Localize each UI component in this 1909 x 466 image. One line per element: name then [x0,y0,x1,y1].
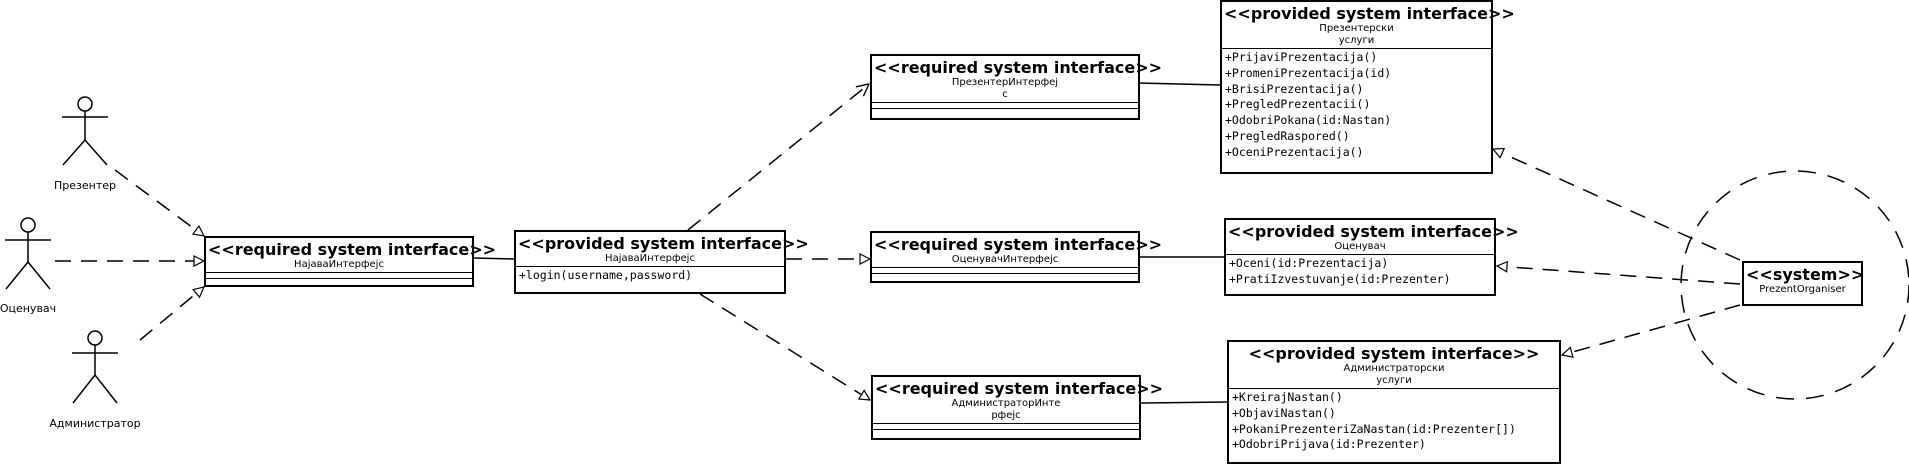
edge-presenter-to-req-najava [114,169,204,236]
stereotype-label: <<provided system interface>> [1228,222,1519,241]
stereotype-label: <<required system interface>> [875,379,1164,398]
prov-prezenterski-interface[interactable]: <<provided system interface>> Презентерс… [1220,0,1515,174]
operations-list: +KreirajNastan() +ObjaviNastan() +Pokani… [1229,389,1559,454]
operation: +OceniPrezentacija() [1225,144,1364,159]
stereotype-label: <<provided system interface>> [1248,344,1540,363]
req-prezenter-interface[interactable]: <<required system interface>> ПрезентерИ… [870,54,1163,120]
stereotype-label: <<provided system interface>> [1224,4,1515,23]
operation: +login(username,password) [519,268,693,282]
operations-list: +login(username,password) [516,267,784,285]
stereotype-label: <<provided system interface>> [518,234,809,253]
prov-najava-interface[interactable]: <<provided system interface>> НајаваИнте… [514,230,809,294]
stereotype-label: <<required system interface>> [874,58,1163,77]
interface-name: ПрезентерИнтерфеј с [951,77,1059,100]
edge-system-to-prov-prezenterski [1493,149,1741,261]
operations-list: +PrijaviPrezentacija() +PromeniPrezentac… [1222,49,1491,162]
edge-req-admin-prov-admin [1139,401,1228,404]
req-najava-interface[interactable]: <<required system interface>> НајаваИнте… [204,236,497,287]
interface-name: ОценувачИнтерфејс [951,254,1059,265]
operation: +OdobriPrijava(id:Prezenter) [1232,437,1426,452]
operation: +PromeniPrezentacija(id) [1225,65,1392,80]
operation: +PregledRaspored() [1225,128,1350,143]
stereotype-label: <<system>> [1746,265,1865,284]
operation: +KreirajNastan() [1232,390,1343,404]
edge-system-to-prov-admin [1562,304,1741,355]
edge-system-to-prov-ocenuvac [1497,266,1741,285]
operation: +PratiIzvestuvanje(id:Prezenter) [1229,271,1451,286]
operation: +OdobriPokana(id:Nastan) [1225,113,1392,128]
operation: +PrijaviPrezentacija() [1225,50,1378,64]
interface-name: Администраторски услуги [1343,363,1445,386]
edge-req-najava-prov-najava [472,257,515,260]
operation: +PregledPrezentacii() [1225,97,1371,112]
operation: +Oceni(id:Prezentacija) [1229,256,1389,270]
operation: +PokaniPrezenteriZaNastan(id:Prezenter[]… [1232,421,1516,436]
actor-label-presenter: Презентер [54,179,116,192]
interface-name: АдминистраторИнте рфејс [951,398,1061,421]
actor-ocenuvac-figure[interactable] [5,217,51,290]
interface-name: Презентерски услуги [1319,23,1394,46]
prov-ocenuvac-interface[interactable]: <<provided system interface>> Оценувач +… [1224,218,1519,296]
actor-presenter-figure[interactable] [62,96,108,166]
edge-administrator-to-req-najava [139,287,204,341]
operations-list: +Oceni(id:Prezentacija) +PratiIzvestuvan… [1226,255,1494,289]
stereotype-label: <<required system interface>> [208,240,497,259]
interface-name: НајаваИнтерфејс [294,259,384,270]
operation: +ObjaviNastan() [1232,405,1336,420]
prov-admin-interface[interactable]: <<provided system interface>> Администра… [1227,340,1561,464]
interface-name: НајаваИнтерфејс [605,253,695,264]
req-admin-interface[interactable]: <<required system interface>> Администра… [871,375,1164,440]
interface-name: Оценувач [1334,241,1386,252]
actor-administrator-figure[interactable] [72,330,118,404]
system-name: PrezentOrganiser [1759,284,1846,295]
stereotype-label: <<required system interface>> [874,235,1163,254]
edge-req-prezenter-prov-prezenterski [1138,82,1221,86]
operation: +BrisiPrezentacija() [1225,81,1364,96]
actor-label-administrator: Администратор [49,417,141,430]
system-prezent-organiser[interactable]: <<system>> PrezentOrganiser [1742,261,1865,306]
edge-prov-najava-to-req-admin [699,293,870,400]
actor-label-ocenuvac: Оценувач [0,302,57,315]
req-ocenuvac-interface[interactable]: <<required system interface>> ОценувачИн… [870,231,1163,283]
edge-prov-najava-to-req-prezenter [687,84,869,231]
